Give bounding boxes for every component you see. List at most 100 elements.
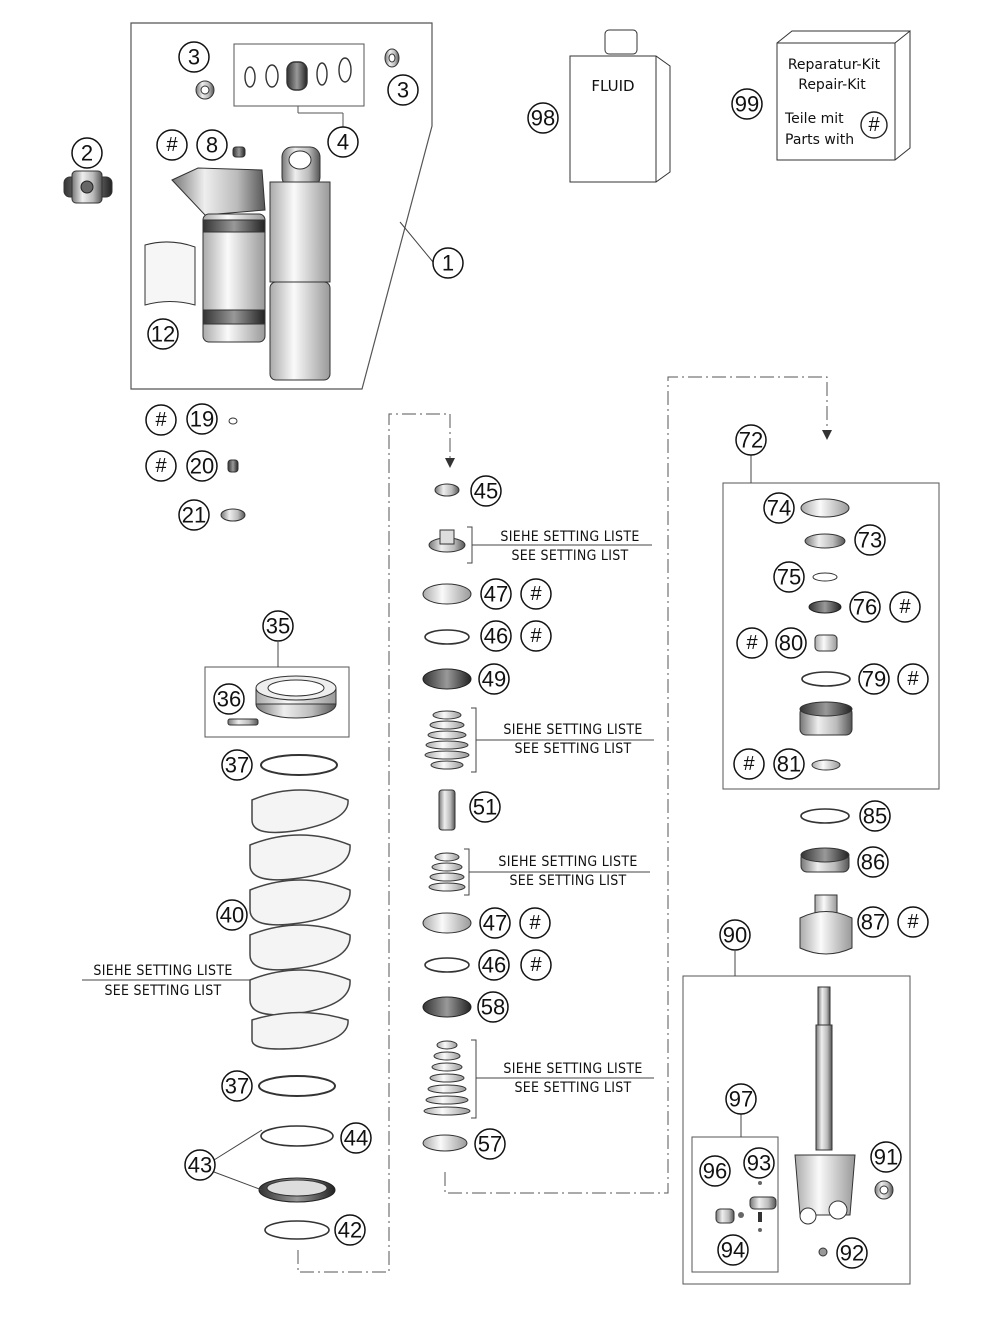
part-8-valve: [232, 146, 246, 158]
callout-c2: 2: [71, 137, 103, 169]
callout-c96: 96: [699, 1155, 731, 1187]
setting-note-de: SIEHE SETTING LISTE: [503, 1061, 642, 1077]
part-79: [801, 671, 851, 687]
callout-label: 73: [858, 528, 882, 553]
part-58-piston: [422, 996, 472, 1018]
callout-c86: 86: [857, 846, 889, 878]
part-46-oring-b: [424, 957, 470, 973]
callout-c3b: 3: [387, 74, 419, 106]
callout-label: 2: [81, 141, 93, 166]
callout-label: 19: [190, 407, 214, 432]
part-86-cap: [800, 847, 850, 873]
setting-brackets: [464, 526, 654, 1119]
hash-label: #: [155, 455, 167, 477]
part-96-screw: [715, 1208, 744, 1224]
callout-c43: 43: [184, 1149, 216, 1181]
spring-40: [249, 789, 351, 1050]
hash-label: #: [529, 912, 541, 934]
shock-body: [269, 146, 331, 381]
callout-c99: 99: [731, 88, 763, 120]
callout-c76: 76: [849, 591, 881, 623]
valve-kit-frame: [691, 1136, 779, 1273]
shock-assembly-frame: [130, 22, 433, 390]
callout-label: 99: [735, 92, 759, 117]
reservoir: [171, 167, 266, 343]
hash-marker: #: [145, 404, 177, 436]
setting-note-en: SEE SETTING LIST: [509, 873, 626, 889]
callout-label: 79: [862, 667, 886, 692]
shim-stack-2: [424, 710, 470, 770]
callout-label: 43: [188, 1153, 212, 1178]
setting-note-en: SEE SETTING LIST: [514, 741, 631, 757]
callout-label: 58: [481, 995, 505, 1020]
callout-c75: 75: [773, 561, 805, 593]
callout-c90: 90: [719, 919, 751, 951]
callout-c45: 45: [470, 475, 502, 507]
hash-marker: #: [889, 591, 921, 623]
callout-label: 94: [721, 1238, 745, 1263]
shim-stack-3: [428, 852, 466, 892]
part-44-ring: [260, 1125, 334, 1147]
hash-marker: #: [519, 907, 551, 939]
fluid-label: FLUID: [591, 77, 634, 95]
setting-note-en: SEE SETTING LIST: [104, 983, 221, 999]
part-76: [808, 600, 842, 614]
callout-label: 3: [397, 78, 409, 103]
callout-c8: 8: [196, 129, 228, 161]
setting-note-de: SIEHE SETTING LISTE: [93, 963, 232, 979]
callout-label: 20: [190, 454, 214, 479]
callout-label: 91: [874, 1145, 898, 1170]
callout-label: 1: [442, 251, 454, 276]
callout-c85: 85: [859, 800, 891, 832]
callout-c51: 51: [469, 791, 501, 823]
callout-c80: 80: [775, 627, 807, 659]
setting-note-2: SIEHE SETTING LISTE SEE SETTING LIST: [503, 722, 642, 757]
part-87-bumper: [799, 894, 853, 955]
callout-label: 92: [840, 1241, 864, 1266]
hash-label: #: [166, 134, 178, 156]
setting-note-spring: SIEHE SETTING LISTE SEE SETTING LIST: [93, 963, 232, 999]
repair-kit-parts-en: Parts with: [785, 132, 854, 148]
setting-note-de: SIEHE SETTING LISTE: [500, 529, 639, 545]
repair-kit-de: Reparatur-Kit: [788, 57, 881, 73]
callout-c87: 87: [857, 906, 889, 938]
callout-c79: 79: [858, 663, 890, 695]
part-47-ring-b: [422, 912, 472, 934]
repair-kit-box: Reparatur-Kit Repair-Kit Teile mit Parts…: [776, 29, 911, 161]
part-92-ball: [818, 1247, 828, 1257]
part-37-top-ring: [260, 754, 338, 776]
part-51-bolt: [438, 789, 456, 831]
callout-label: 76: [853, 595, 877, 620]
part-75: [812, 572, 838, 582]
callout-c94: 94: [717, 1234, 749, 1266]
shock-assembly-group: [130, 22, 434, 390]
callout-c37b: 37: [221, 1070, 253, 1102]
part-93-needle: [749, 1181, 777, 1210]
callout-label: 40: [220, 903, 244, 928]
callout-label: 75: [777, 565, 801, 590]
hash-marker: #: [897, 663, 929, 695]
hash-label: #: [530, 625, 542, 647]
part-49-piston: [422, 668, 472, 690]
adjuster-body: [799, 701, 853, 736]
hash-label: #: [907, 911, 919, 933]
callout-c72: 72: [735, 424, 767, 456]
callout-label: 85: [863, 804, 887, 829]
callout-c57: 57: [474, 1128, 506, 1160]
setting-note-1: SIEHE SETTING LISTE SEE SETTING LIST: [500, 529, 639, 564]
callout-c81: 81: [773, 748, 805, 780]
callout-c37a: 37: [221, 749, 253, 781]
callout-label: 97: [729, 1087, 753, 1112]
heat-shield: [144, 241, 196, 306]
callout-label: 47: [483, 911, 507, 936]
callout-c12: 12: [147, 318, 179, 350]
callout-c35: 35: [262, 610, 294, 642]
callout-c49: 49: [478, 663, 510, 695]
shim-stack-1: [428, 529, 466, 553]
callout-label: 98: [531, 106, 555, 131]
callout-c92: 92: [836, 1237, 868, 1269]
setting-note-de: SIEHE SETTING LISTE: [503, 722, 642, 738]
callout-label: 37: [225, 753, 249, 778]
